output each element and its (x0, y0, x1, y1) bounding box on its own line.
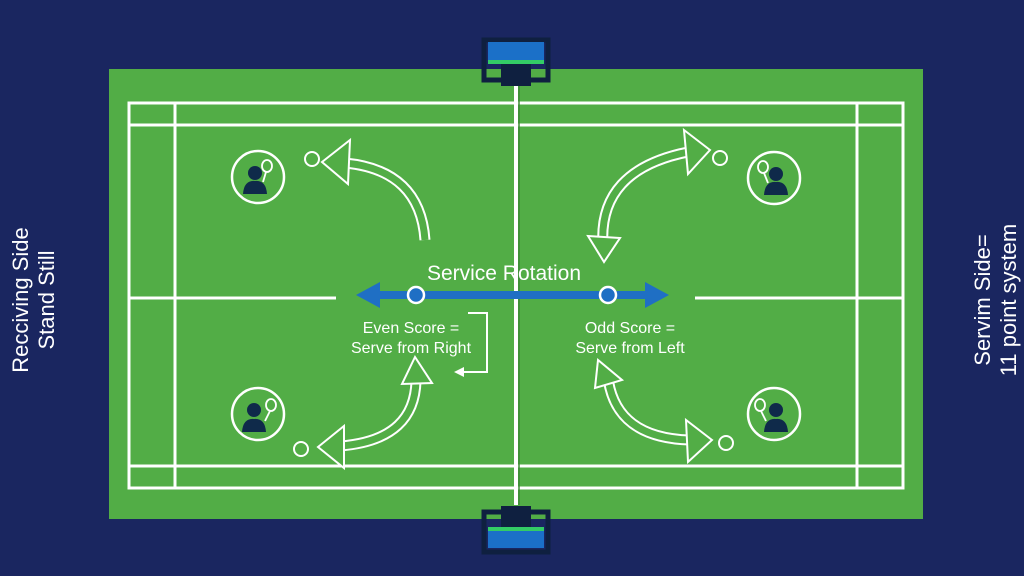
position-marker (304, 151, 320, 167)
player-icon (769, 167, 783, 181)
odd-score-line2: Serve from Left (575, 340, 685, 357)
serving-side-label: Servim Side= 11 point system (970, 224, 1022, 376)
curved-arrow-icon (316, 354, 434, 471)
player-bottom-right (746, 386, 802, 442)
position-marker (718, 435, 734, 451)
curved-arrow-icon (320, 137, 431, 241)
player-icon (247, 403, 261, 417)
position-marker (712, 150, 728, 166)
racket-icon (754, 398, 766, 412)
service-point-left (406, 285, 426, 305)
net-post-bottom-icon (481, 506, 551, 555)
odd-score-line1: Odd Score = (585, 320, 675, 337)
racket-icon (265, 398, 277, 412)
bracket-line (454, 312, 488, 377)
player-bottom-left (230, 386, 286, 442)
double-arrow-icon (356, 282, 669, 308)
service-point-right (598, 285, 618, 305)
diagram-title: Service Rotation (427, 262, 581, 285)
rotation-arrows (316, 127, 714, 471)
player-icon (769, 403, 783, 417)
receiving-side-line1: Recciving Side (8, 227, 33, 373)
racket-icon (757, 160, 769, 174)
receiving-side-line2: Stand Still (34, 250, 59, 350)
serving-side-line2: 11 point system (996, 223, 1021, 377)
net-post-top-icon (481, 37, 551, 86)
player-icon (248, 166, 262, 180)
curved-arrow-icon (593, 358, 714, 465)
player-top-left (230, 149, 286, 205)
racket-icon (261, 159, 273, 173)
position-marker (293, 441, 309, 457)
player-top-right (746, 150, 802, 206)
curved-arrow-icon (586, 127, 712, 264)
position-markers (293, 150, 734, 457)
receiving-side-label: Recciving Side Stand Still (8, 227, 60, 373)
even-score-line2: Serve from Right (351, 340, 472, 357)
serving-side-line1: Servim Side= (970, 234, 995, 366)
even-score-line1: Even Score = (363, 320, 460, 337)
